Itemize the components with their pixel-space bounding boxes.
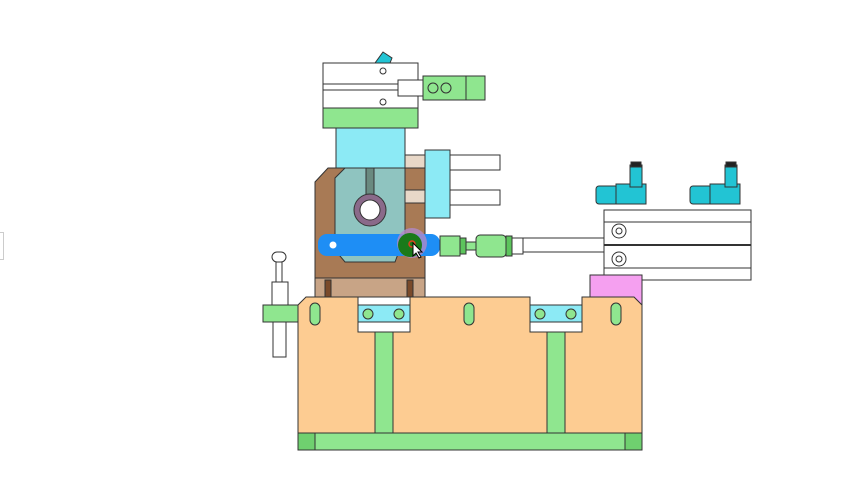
pivot-hole — [359, 199, 381, 221]
green-top-band[interactable] — [322, 107, 419, 129]
pneumatic-cylinder[interactable] — [522, 209, 752, 281]
plate-slot — [365, 167, 375, 197]
panel-edge-handle[interactable] — [0, 232, 4, 260]
cyan-riser[interactable] — [335, 127, 406, 169]
base-block[interactable] — [297, 296, 643, 434]
selection-marker-icon — [408, 240, 416, 248]
rod-fitting[interactable] — [439, 234, 524, 258]
air-valve-right[interactable] — [689, 161, 741, 205]
base-rail[interactable] — [297, 432, 643, 451]
air-valve-left[interactable] — [595, 161, 647, 205]
mouse-cursor-icon — [412, 241, 424, 259]
clamp-pins[interactable] — [404, 149, 501, 219]
gripper-head[interactable] — [322, 51, 424, 109]
left-stop-stud[interactable] — [262, 251, 299, 358]
green-side-block[interactable] — [422, 75, 486, 101]
